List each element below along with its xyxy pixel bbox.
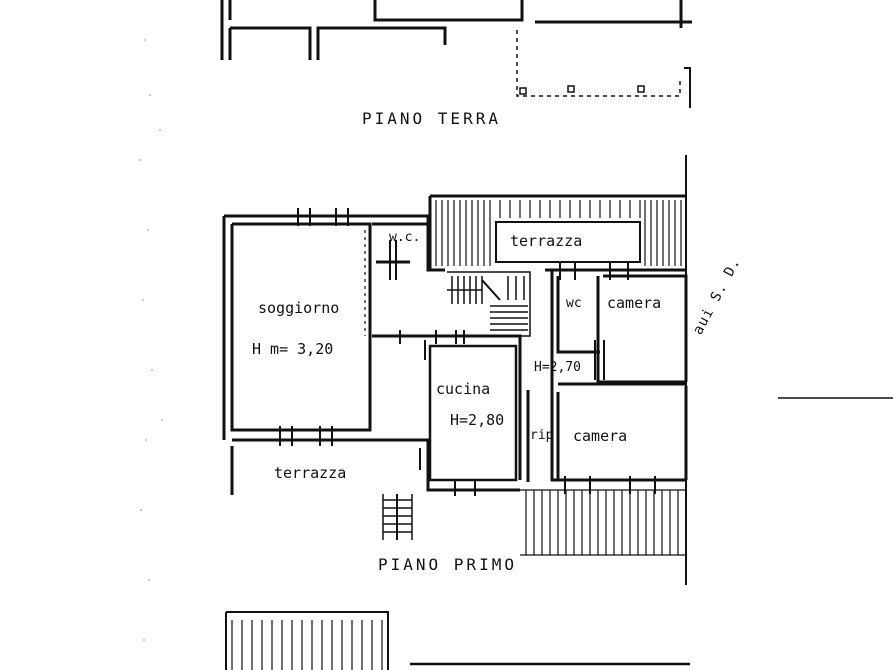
lower-floor-partial [225,611,690,670]
hall-height-label: H=2,70 [534,360,581,375]
room-soggiorno-label: soggiorno [258,299,340,317]
window-marks [279,208,656,496]
room-ripostiglio-label: rip. [530,428,562,443]
room-terrazza-top-label: terrazza [510,232,583,250]
room-cucina-height: H=2,80 [450,411,505,429]
ground-floor-pillars [519,85,645,95]
room-camera-bottom-label: camera [573,427,628,445]
terrace-hatching [435,200,682,266]
scan-speckles [139,39,163,641]
room-wc-left-label: w.c. [389,230,421,245]
lower-terrace-hatching [520,489,686,556]
staircase [382,271,531,540]
first-floor-title: PIANO PRIMO [378,555,517,574]
first-floor-walls [222,155,688,585]
room-terrazza-bottom-label: terrazza [274,464,347,482]
ground-floor-walls [220,0,692,108]
room-cucina-label: cucina [436,380,491,398]
ground-floor-dashed [516,30,681,97]
room-camera-top-label: camera [607,294,662,312]
ground-floor-title: PIANO TERRA [362,109,501,128]
room-wc-right-label: wc [566,296,582,311]
room-soggiorno-height: H m= 3,20 [252,340,334,358]
